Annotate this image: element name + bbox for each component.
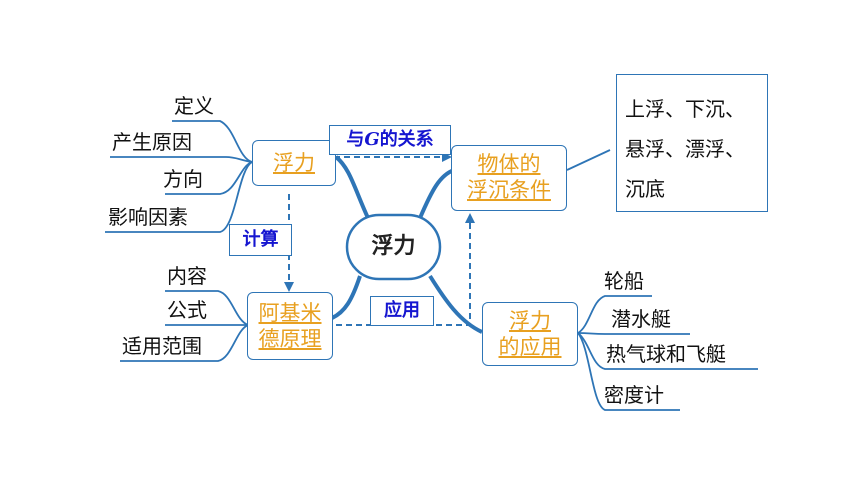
branch-content: 内容 (167, 264, 207, 288)
conditions-detail-line2: 悬浮、漂浮、 (625, 137, 745, 161)
conditions-detail-line3: 沉底 (625, 177, 665, 201)
relation-g-suffix: 的关系 (379, 129, 434, 150)
branch-cause: 产生原因 (112, 130, 192, 154)
conditions-node-line1[interactable]: 物体的 (477, 152, 541, 176)
branch-definition: 定义 (174, 94, 214, 118)
application-node-line2[interactable]: 的应用 (498, 335, 562, 359)
conditions-node-line2[interactable]: 浮沉条件 (467, 178, 551, 202)
archimedes-node-line1[interactable]: 阿基米 (258, 301, 322, 325)
arrowhead-down (284, 282, 294, 292)
connector-center-archimedes (331, 275, 362, 320)
connector-center-application (428, 274, 483, 334)
buoyancy-node-label[interactable]: 浮力 (273, 151, 315, 175)
branch-formula: 公式 (167, 298, 207, 322)
branch-direction: 方向 (163, 167, 203, 191)
connector-center-buoyancy (334, 155, 370, 219)
arrowhead-up (465, 213, 475, 223)
apply-label: 应用 (370, 296, 434, 326)
relation-g-symbol: G (364, 129, 380, 150)
branch-hydrometer: 密度计 (604, 383, 664, 407)
branch-ship: 轮船 (604, 269, 644, 293)
application-node-line1[interactable]: 浮力 (509, 309, 551, 333)
application-node[interactable]: 浮力 的应用 (482, 302, 578, 366)
branch-balloon-airship: 热气球和飞艇 (606, 342, 726, 366)
conditions-detail-box: 上浮、下沉、 悬浮、漂浮、 沉底 (616, 74, 768, 212)
conditions-detail-line1: 上浮、下沉、 (625, 97, 745, 121)
branch-submarine: 潜水艇 (611, 307, 671, 331)
archimedes-node-line2[interactable]: 德原理 (258, 327, 322, 351)
branch-scope: 适用范围 (122, 334, 202, 358)
relation-g-prefix: 与 (346, 129, 365, 150)
center-node-label: 浮力 (371, 234, 416, 259)
archimedes-branch-lines (120, 290, 249, 362)
buoyancy-node[interactable]: 浮力 (252, 140, 336, 186)
archimedes-node[interactable]: 阿基米 德原理 (247, 292, 333, 360)
conditions-node[interactable]: 物体的 浮沉条件 (451, 145, 567, 211)
buoyancy-branch-lines (105, 120, 253, 233)
application-branch-lines (577, 295, 758, 411)
relation-g-label: 与G的关系 (329, 125, 451, 155)
connector-center-conditions (418, 168, 455, 219)
center-node-shape (345, 213, 442, 281)
calculate-label: 计算 (229, 224, 292, 256)
conditions-detail-line (566, 149, 611, 171)
branch-factors: 影响因素 (108, 205, 188, 229)
